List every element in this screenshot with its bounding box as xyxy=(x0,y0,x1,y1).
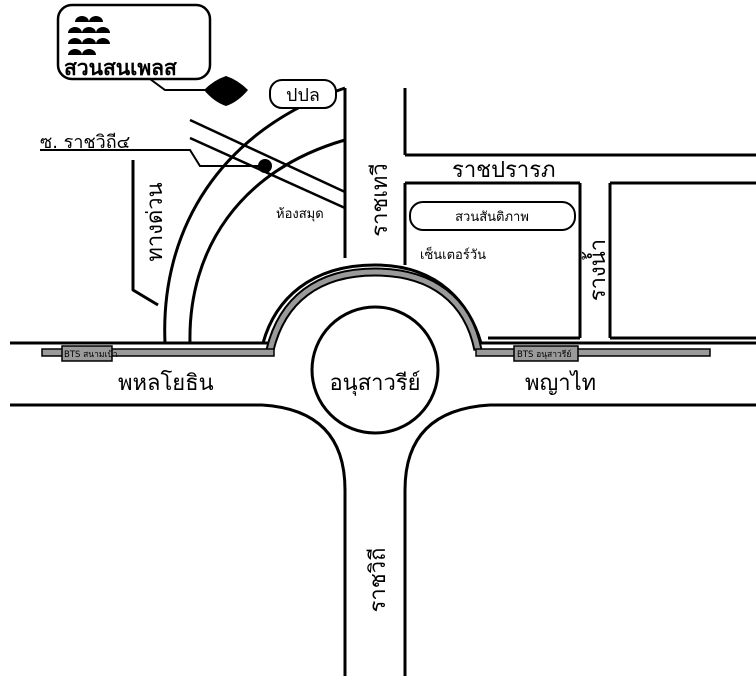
pplus-box xyxy=(269,79,337,109)
building-shape-icon xyxy=(204,76,248,106)
bts-rail-west xyxy=(41,348,275,357)
ratchaprarop-label: ราชปรารภ xyxy=(452,158,556,183)
center-one-label: เซ็นเตอร์วัน xyxy=(420,245,486,263)
station-sanam-pao-box xyxy=(61,345,113,362)
station-victory-box xyxy=(513,345,579,362)
soi-ratchawithi-4-label: ซ. ราชวิถี๔ xyxy=(40,132,130,153)
bts-rail-east xyxy=(475,348,711,357)
road-south-right-edge xyxy=(403,403,491,676)
thang-duan-label: ทางด่วน xyxy=(143,182,168,261)
victory-monument-circle xyxy=(310,305,440,435)
bts-rail-arc xyxy=(267,269,481,351)
expressway-left-edge xyxy=(131,160,159,307)
station-victory-label: BTS อนุสาวรีย์ xyxy=(517,349,571,360)
soi-line-upper xyxy=(189,118,346,194)
road-ratchawithi-inner xyxy=(188,138,346,344)
road-south-left-edge xyxy=(261,403,347,676)
monument-label: อนุสาวรีย์ xyxy=(329,371,420,396)
soi-pointer-line xyxy=(40,149,265,167)
brand-name: สวนสนเพลส xyxy=(64,56,177,80)
ratchawithi-south-label: ราชวิถี xyxy=(366,548,391,613)
rang-nam-label: รางน้ำ xyxy=(582,239,611,301)
pplus-label: ปปล xyxy=(286,85,320,106)
brand-logo-icon xyxy=(68,16,110,55)
phahon-yothin-label: พหลโยธิน xyxy=(118,370,214,396)
library-label: ห้องสมุด xyxy=(276,207,324,222)
location-marker xyxy=(258,159,272,173)
soi-line-lower xyxy=(189,136,346,210)
ratchathewi-label: ราชเทวี xyxy=(368,163,393,236)
station-sanam-pao-label: BTS สนามเป้า xyxy=(64,349,118,360)
santiphap-park-box xyxy=(409,201,576,231)
phaya-thai-label: พญาไท xyxy=(525,370,596,396)
brand-pointer-line xyxy=(149,78,205,91)
brand-box xyxy=(56,3,212,81)
santiphap-park-label: สวนสันติภาพ xyxy=(455,210,529,225)
